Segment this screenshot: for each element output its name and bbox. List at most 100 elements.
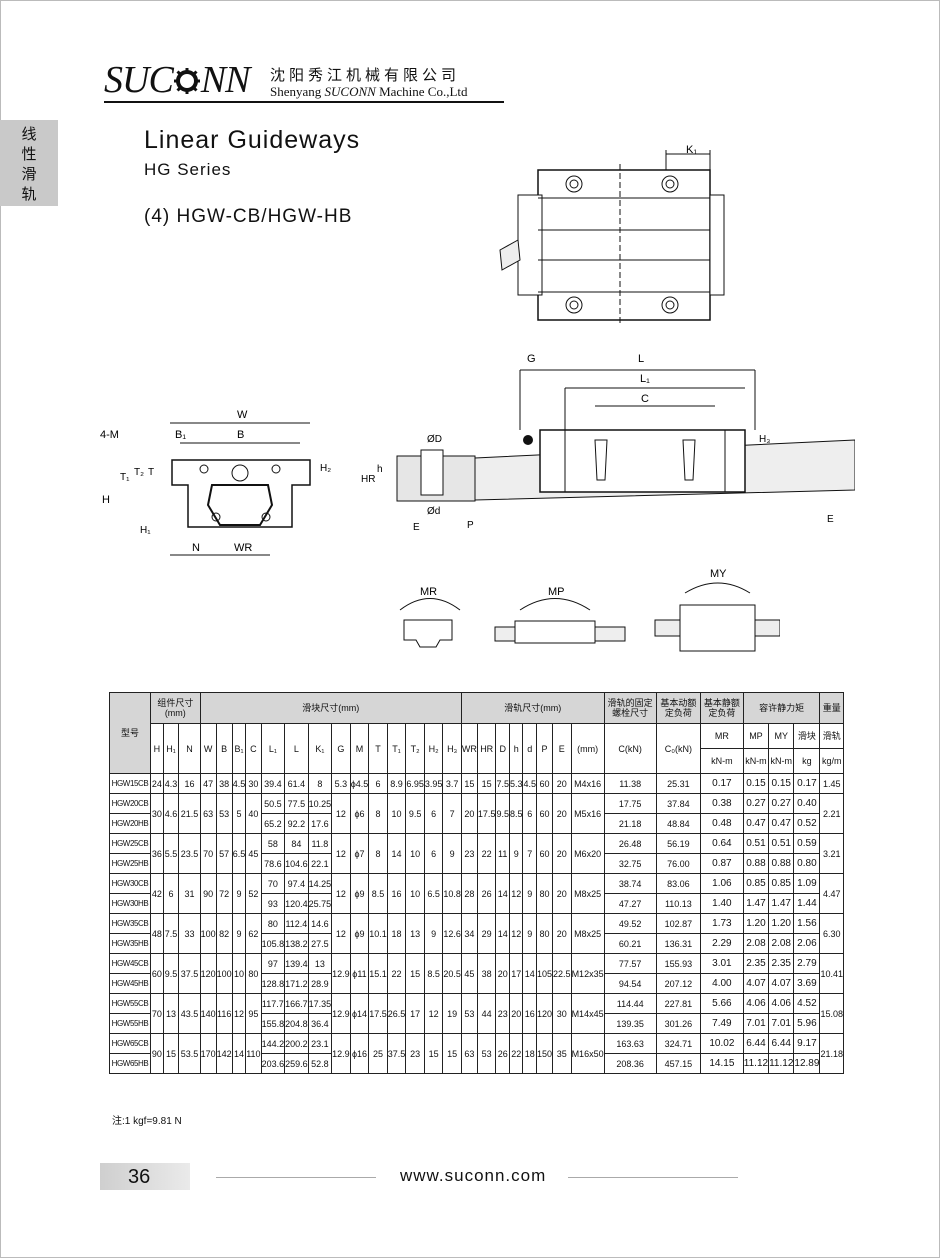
table-cell: 60 — [535, 833, 554, 874]
table-cell: M4x16 — [570, 773, 605, 794]
table-cell: 14.25 — [307, 873, 333, 894]
table-cell: 100 — [199, 913, 217, 954]
table-cell: 12.9 — [331, 993, 351, 1034]
table-cell: 117.7 — [260, 993, 286, 1014]
table-cell: 9.5 — [495, 793, 510, 834]
table-cell: 4.07 — [768, 973, 795, 994]
company-name-en: Shenyang SUCONN Machine Co.,Ltd — [270, 84, 468, 99]
table-cell: 0.80 — [793, 853, 821, 874]
dim-w-label: W — [237, 409, 248, 421]
table-cell: 80 — [535, 873, 554, 914]
dim-od-label: ØD — [427, 434, 442, 445]
table-cell: 38.74 — [603, 873, 657, 894]
table-cell: 301.26 — [655, 1013, 701, 1034]
dim-b1-label: B₁ — [175, 429, 186, 441]
table-cell: 20 — [552, 833, 572, 874]
table-cell: 128.8 — [260, 973, 286, 994]
table-cell: 80 — [260, 913, 286, 934]
table-cell: 150 — [535, 1033, 554, 1074]
table-cell: 9 — [508, 833, 524, 874]
table-cell: 20 — [552, 793, 572, 834]
table-cell: 0.40 — [793, 793, 821, 814]
table-cell: 7.01 — [768, 1013, 795, 1034]
table-cell: 6.44 — [742, 1033, 770, 1054]
table-cell: 17.6 — [307, 813, 333, 834]
table-cell: 32.75 — [603, 853, 657, 874]
dim-t2-label: T₂ — [134, 467, 144, 478]
table-cell: 60 — [150, 953, 164, 994]
dim-e-label: E — [413, 522, 420, 533]
model-cell: HGW65CB — [109, 1033, 151, 1054]
table-cell: 92.2 — [284, 813, 309, 834]
table-cell: 4.5 — [231, 773, 247, 794]
table-cell: 7 — [442, 793, 462, 834]
table-cell: 166.7 — [284, 993, 309, 1014]
col-group-moment: 容许静力矩 — [742, 692, 821, 724]
dim-k1-label: K₁ — [686, 144, 697, 156]
table-cell: 0.47 — [742, 813, 770, 834]
table-cell: 5.66 — [699, 993, 744, 1014]
table-cell: 15 — [442, 1033, 462, 1074]
table-cell: 10 — [231, 953, 247, 994]
table-cell: 20 — [552, 913, 572, 954]
table-cell: 3.95 — [423, 773, 444, 794]
table-cell: 1.20 — [742, 913, 770, 934]
table-cell: 4.52 — [793, 993, 821, 1014]
table-cell: 60.21 — [603, 933, 657, 954]
table-cell: 26 — [495, 1033, 510, 1074]
table-cell: 4.47 — [819, 873, 844, 914]
table-cell: 2.21 — [819, 793, 844, 834]
top-view-drawing: K₁ — [499, 144, 725, 326]
table-cell: 163.63 — [603, 1033, 657, 1054]
table-cell: 227.81 — [655, 993, 701, 1014]
table-cell: 76.00 — [655, 853, 701, 874]
table-cell: 2.08 — [768, 933, 795, 954]
table-cell: 23 — [460, 833, 478, 874]
model-cell: HGW20CB — [109, 793, 151, 814]
table-cell: 1.47 — [768, 893, 795, 914]
table-cell: 139.4 — [284, 953, 309, 974]
table-cell: 14 — [386, 833, 407, 874]
table-cell: 171.2 — [284, 973, 309, 994]
table-cell: 29 — [476, 913, 497, 954]
table-cell: 7.49 — [699, 1013, 744, 1034]
dim-l-label: L — [638, 353, 644, 365]
table-cell: 8.5 — [508, 793, 524, 834]
table-cell: 10 — [405, 833, 425, 874]
moment-mr-label: MR — [420, 586, 437, 598]
table-cell: M6x20 — [570, 833, 605, 874]
table-cell: 6.95 — [405, 773, 425, 794]
table-cell: 53 — [215, 793, 233, 834]
table-cell: ϕ16 — [349, 1033, 370, 1074]
table-cell: 24 — [150, 773, 164, 794]
table-cell: 0.38 — [699, 793, 744, 814]
table-cell: 259.6 — [284, 1053, 309, 1074]
table-cell: 84 — [284, 833, 309, 854]
table-cell: 12 — [508, 873, 524, 914]
col-group-rail: 滑轨尺寸(mm) — [460, 692, 605, 724]
table-cell: 2.29 — [699, 933, 744, 954]
table-cell: 0.17 — [793, 773, 821, 794]
col-model-header: 型号 — [109, 692, 151, 774]
table-cell: M5x16 — [570, 793, 605, 834]
table-cell: 20 — [508, 993, 524, 1034]
table-cell: 324.71 — [655, 1033, 701, 1054]
table-cell: M12x35 — [570, 953, 605, 994]
table-cell: 30 — [245, 773, 262, 794]
table-cell: 22 — [386, 953, 407, 994]
dim-l1-label: L₁ — [640, 373, 650, 385]
side-view-drawing: L L₁ C G ØD Ød HR h E P H₃ E — [361, 353, 855, 533]
table-cell: 28 — [460, 873, 478, 914]
label-4m: 4-M — [100, 429, 119, 441]
dim-t-label: T — [148, 467, 154, 478]
table-cell: 7.5 — [495, 773, 510, 794]
table-cell: 15 — [162, 1033, 180, 1074]
table-cell: 6.30 — [819, 913, 844, 954]
table-cell: 45 — [460, 953, 478, 994]
